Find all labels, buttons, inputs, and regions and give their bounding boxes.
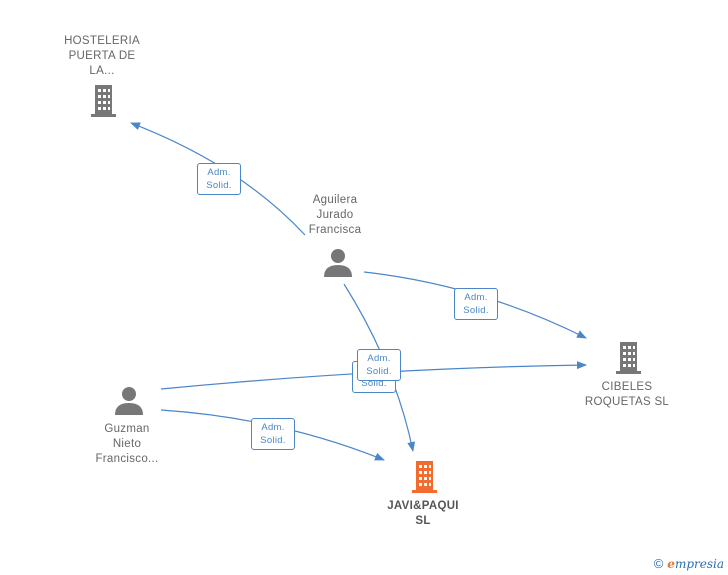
building-icon-hosteleria[interactable] [88,84,119,118]
edge-badge-aguilera-cibeles[interactable]: Adm. Solid. [454,288,498,320]
node-label-guzman[interactable]: Guzman Nieto Francisco... [95,423,159,465]
node-label-aguilera[interactable]: Aguilera Jurado Francisca [308,194,362,236]
brand-logo: empresia [667,556,724,571]
edge-badge-aguilera-hosteleria[interactable]: Adm. Solid. [197,163,241,195]
brand-footer[interactable]: © empresia [654,556,724,571]
building-icon-javipaqui[interactable] [412,461,437,493]
copyright-icon: © [653,556,664,571]
node-label-javipaqui[interactable]: JAVI&PAQUI SL [387,500,459,527]
edge-badge-guzman-javipaqui[interactable]: Adm. Solid. [251,418,295,450]
node-label-hosteleria[interactable]: HOSTELERIA PUERTA DE LA... [64,35,140,77]
edge-badge-aguilera-javipaqui[interactable]: Adm. Solid. [357,349,401,381]
person-icon-aguilera[interactable] [324,249,352,277]
person-icon-guzman[interactable] [115,387,143,415]
building-icon-cibeles[interactable] [616,342,641,374]
node-label-cibeles[interactable]: CIBELES ROQUETAS SL [584,381,670,408]
